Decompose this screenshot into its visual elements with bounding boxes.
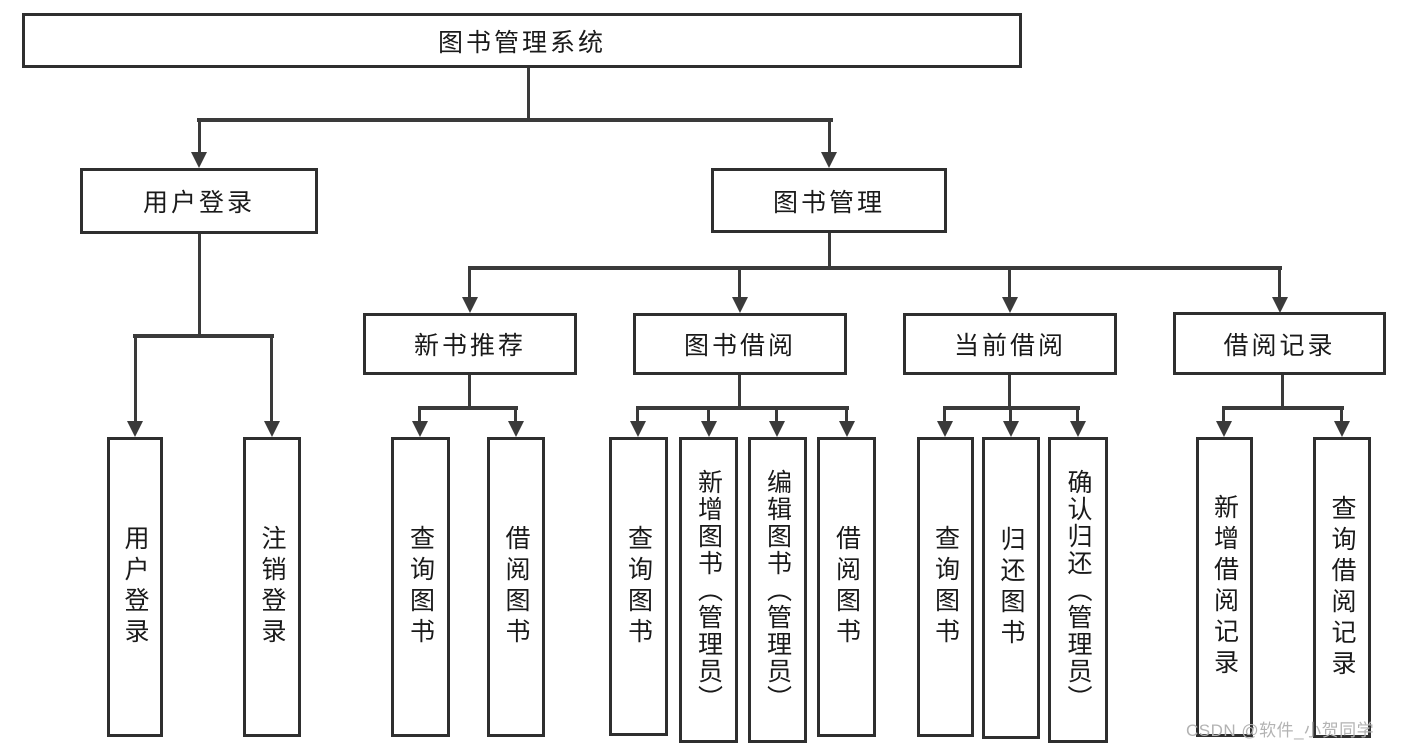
arrow-down-icon [1272,297,1288,313]
node-book-borrow: 图书借阅 [633,313,847,375]
connector-drop-current-borrow [1008,266,1011,298]
arrow-down-icon [1216,421,1232,437]
connector-user-login-stem [198,234,201,337]
connector-drop-leaf-logout [270,334,273,423]
leaf-cb-confirm-return-admin: 确认归还（管理员） [1048,437,1108,743]
connector-user-login-branch [133,334,274,338]
leaf-br-query-record-label: 查询借阅记录 [1328,494,1356,681]
leaf-br-add-record: 新增借阅记录 [1196,437,1253,737]
connector-root-branch [197,118,833,122]
connector-new-book-rec-branch [418,406,518,410]
node-user-login: 用户登录 [80,168,318,234]
node-current-borrow: 当前借阅 [903,313,1117,375]
arrow-down-icon [1334,421,1350,437]
connector-drop-book-borrow [738,266,741,298]
leaf-bb-edit-books-admin: 编辑图书（管理员） [748,437,807,743]
connector-new-book-rec-stem [468,375,471,410]
connector-drop-br-add [1222,406,1225,423]
node-book-mgmt: 图书管理 [711,168,947,233]
arrow-down-icon [769,421,785,437]
csdn-watermark: CSDN @软件_小贺同学 [1186,721,1375,740]
leaf-bb-query-books-label: 查询图书 [624,524,653,649]
connector-drop-borrow-record [1278,266,1281,298]
node-root-label: 图书管理系统 [437,28,606,57]
leaf-cb-query-books: 查询图书 [917,437,974,737]
leaf-br-add-record-label: 新增借阅记录 [1210,494,1239,680]
connector-book-mgmt-stem [828,233,831,270]
connector-book-mgmt-branch [468,266,1282,270]
connector-drop-br-query [1340,406,1343,423]
leaf-bb-borrow-books-label: 借阅图书 [832,525,861,649]
leaf-bb-add-books-admin-label: 新增图书（管理员） [694,468,723,712]
arrow-down-icon [937,421,953,437]
leaf-bb-borrow-books: 借阅图书 [817,437,876,737]
connector-root-stem [527,68,530,120]
arrow-down-icon [839,421,855,437]
connector-drop-nbr-query [418,406,421,423]
node-new-book-rec-label: 新书推荐 [413,332,526,360]
connector-drop-bb-add [707,406,710,423]
node-user-login-label: 用户登录 [142,189,255,217]
connector-drop-leaf-user-login [134,334,137,423]
node-borrow-record: 借阅记录 [1173,312,1386,375]
arrow-down-icon [630,421,646,437]
connector-borrow-record-stem [1281,375,1284,410]
leaf-bb-edit-books-admin-label: 编辑图书（管理员） [763,468,792,712]
arrow-down-icon [264,421,280,437]
leaf-user-login-label: 用户登录 [121,525,149,649]
leaf-cb-query-books-label: 查询图书 [931,525,960,649]
node-book-mgmt-label: 图书管理 [772,188,885,217]
connector-drop-user-login [198,118,201,154]
arrow-down-icon [701,421,717,437]
arrow-down-icon [508,421,524,437]
connector-drop-bb-query [636,406,639,423]
leaf-bb-query-books: 查询图书 [609,437,668,736]
arrow-down-icon [821,152,837,168]
arrow-down-icon [732,297,748,313]
arrow-down-icon [462,297,478,313]
leaf-user-login: 用户登录 [107,437,163,737]
arrow-down-icon [1002,297,1018,313]
connector-drop-bb-borrow [845,406,848,423]
leaf-rec-query-books-label: 查询图书 [406,525,435,649]
arrow-down-icon [412,421,428,437]
leaf-rec-query-books: 查询图书 [391,437,450,737]
leaf-rec-borrow-books: 借阅图书 [487,437,545,737]
leaf-cb-confirm-return-admin-label: 确认归还（管理员） [1064,468,1092,712]
connector-drop-nbr-borrow [514,406,517,423]
connector-current-borrow-stem [1008,375,1011,410]
connector-borrow-record-branch [1222,406,1344,410]
leaf-logout: 注销登录 [243,437,301,737]
leaf-cb-return-books-label: 归还图书 [997,526,1025,650]
leaf-logout-label: 注销登录 [258,525,286,649]
connector-drop-cb-query [943,406,946,423]
connector-drop-new-book-rec [468,266,471,298]
arrow-down-icon [127,421,143,437]
leaf-bb-add-books-admin: 新增图书（管理员） [679,437,738,743]
connector-book-borrow-stem [738,375,741,410]
node-root: 图书管理系统 [22,13,1022,68]
node-new-book-rec: 新书推荐 [363,313,577,375]
connector-drop-bb-edit [775,406,778,423]
arrow-down-icon [191,152,207,168]
node-current-borrow-label: 当前借阅 [953,332,1066,360]
connector-drop-cb-return [1009,406,1012,423]
leaf-rec-borrow-books-label: 借阅图书 [502,525,530,649]
node-borrow-record-label: 借阅记录 [1223,331,1336,360]
connector-book-borrow-branch [636,406,849,410]
arrow-down-icon [1003,421,1019,437]
connector-drop-book-mgmt [828,118,831,154]
leaf-br-query-record: 查询借阅记录 [1313,437,1371,738]
node-book-borrow-label: 图书借阅 [683,332,796,360]
leaf-cb-return-books: 归还图书 [982,437,1040,739]
connector-drop-cb-confirm [1076,406,1079,423]
arrow-down-icon [1070,421,1086,437]
